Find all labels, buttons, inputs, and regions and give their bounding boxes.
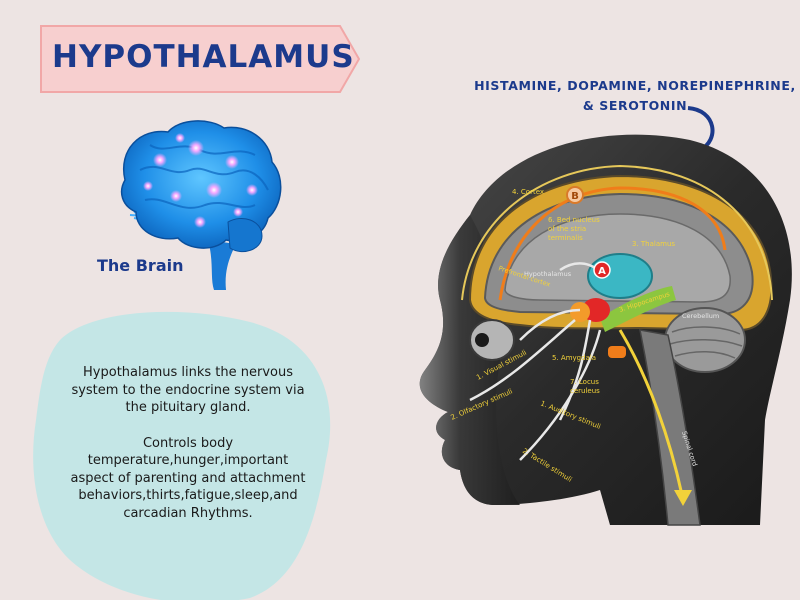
page-title: HYPOTHALAMUS <box>52 39 355 75</box>
neurotransmitters-label: HISTAMINE, DOPAMINE, NOREPINEPHRINE, & S… <box>474 78 796 113</box>
label-cerebellum: Cerebellum <box>682 312 719 320</box>
label-hypothalamus: Hypothalamus <box>524 270 572 278</box>
label-locus-1: 7. Locus <box>570 378 599 386</box>
info-text-box: Hypothalamus links the nervous system to… <box>68 364 308 522</box>
label-thalamus: 3. Thalamus <box>632 240 675 248</box>
svg-text:B: B <box>571 191 579 202</box>
label-bed-nucleus-1: 6. Bed nucleus <box>548 216 600 224</box>
banner-shape <box>40 25 360 93</box>
label-bed-nucleus-3: terminalis <box>548 234 583 242</box>
title-banner: HYPOTHALAMUS <box>40 25 360 93</box>
head-brain-diagram: B A 4. Cortex 6. Bed nucleus of the stri… <box>419 134 792 526</box>
marker-b <box>566 186 584 204</box>
label-amygdala: 5. Amygdala <box>552 354 596 362</box>
svg-text:A: A <box>598 266 606 277</box>
label-bed-nucleus-2: of the stria <box>548 225 586 233</box>
info-paragraph-1: Hypothalamus links the nervous system to… <box>71 365 305 415</box>
brain-caption: The Brain <box>97 256 184 275</box>
marker-a <box>593 261 611 279</box>
label-cortex: 4. Cortex <box>512 188 544 196</box>
info-paragraph-2: Controls body temperature,hunger,importa… <box>70 435 306 521</box>
label-locus-2: ceruleus <box>570 387 600 395</box>
